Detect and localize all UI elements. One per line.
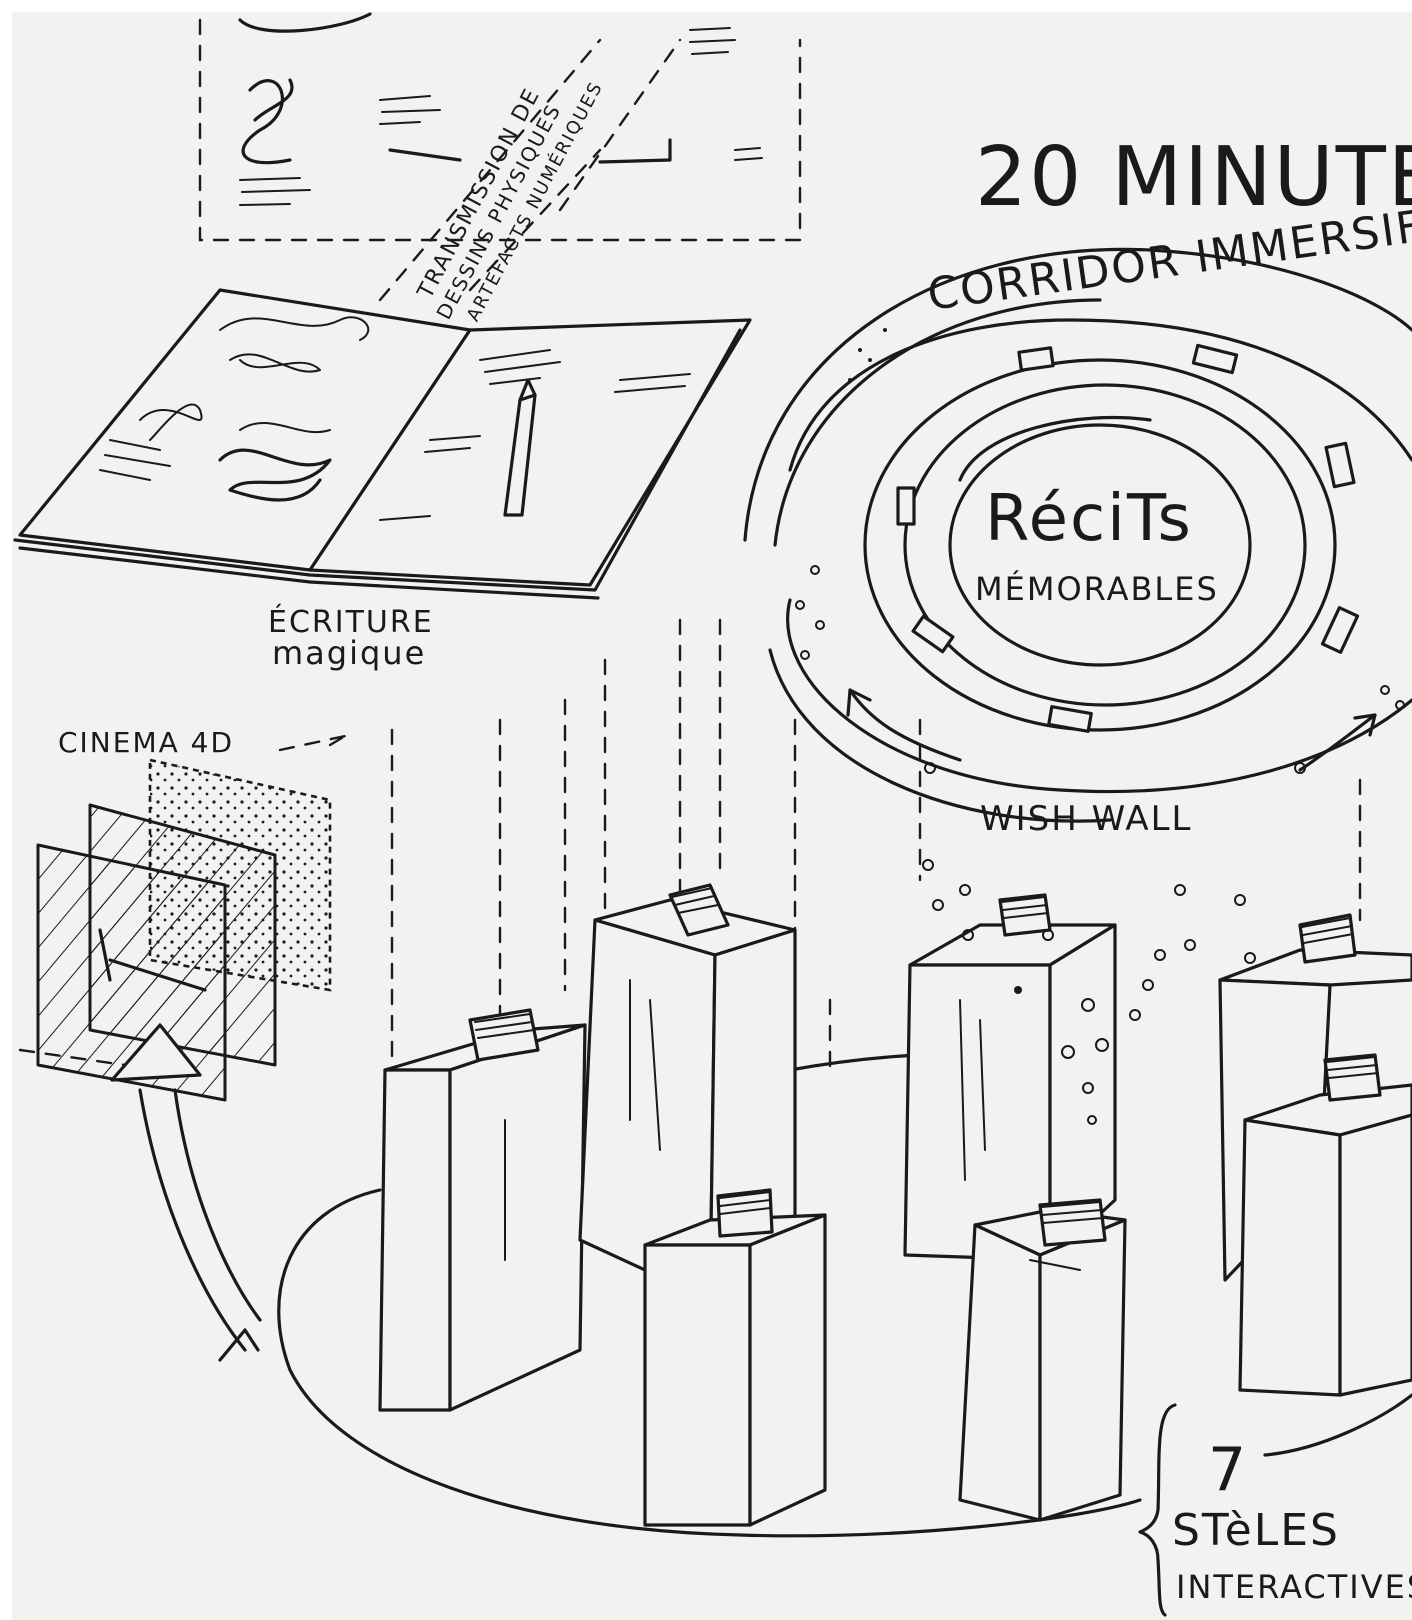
steles-label-line2: INTERACTIVES [1176,1568,1412,1606]
loop-arrow [110,1023,262,1362]
stele-3 [643,1188,827,1527]
duration-label: 20 MINUTES [975,130,1412,225]
magic-writing-book [13,288,752,600]
screen-frame [198,12,802,242]
story-ring-mid [903,383,1307,707]
wish-wall-label: WISH WALL [980,799,1193,839]
stele-4 [903,893,1117,1262]
ecriture-label-line1: ÉCRITURE [268,604,434,640]
stele-1 [378,1008,587,1412]
stele-5 [958,1198,1127,1522]
immersive-corridor [743,247,1412,823]
steles-pointer [1263,1393,1412,1457]
ecriture-label-line2: magique [272,634,426,672]
recits-subtitle: MÉMORABLES [975,570,1219,608]
recits-title: RéciTs [985,482,1193,556]
steles-bracket [1138,1403,1177,1617]
steles-label-line1: STèLES [1172,1505,1340,1556]
story-ring-inner [948,423,1252,667]
story-ring-outer [863,358,1337,732]
stele-7 [1238,1053,1412,1397]
cinema-4d-layers [18,730,354,1102]
wish-bubbles [922,859,1256,1021]
cinema-label: CINEMA 4D [58,726,234,759]
transmission-arrows [378,38,682,302]
steles-count: 7 [1208,1435,1248,1505]
